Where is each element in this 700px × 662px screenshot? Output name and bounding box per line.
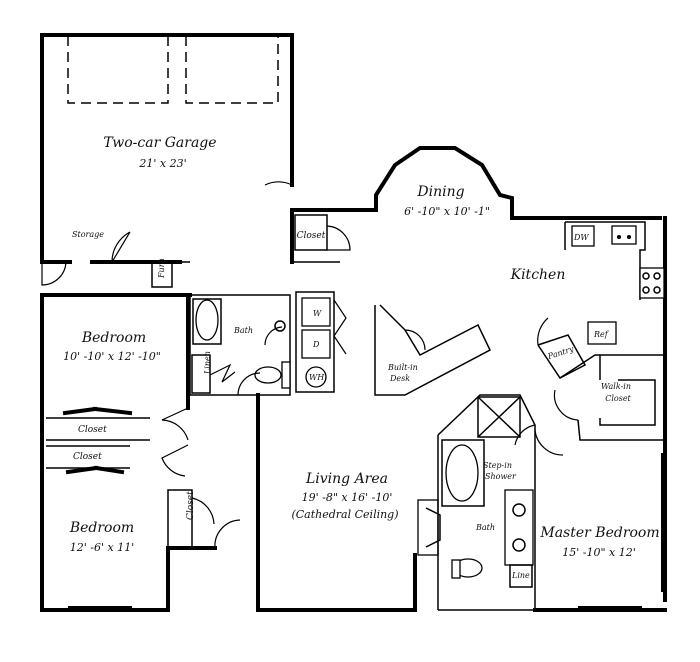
water-heater-label: WH	[309, 373, 325, 382]
living-walls	[256, 393, 441, 612]
bedroom1-walls	[40, 293, 192, 442]
ref-label: Ref	[593, 330, 610, 339]
bath-sink	[274, 320, 286, 332]
cooktop	[639, 267, 665, 299]
shower-label: Shower	[485, 472, 517, 481]
bedroom2-walls	[40, 438, 217, 612]
bedroom1-name: Bedroom	[81, 330, 146, 346]
master-door	[534, 429, 564, 456]
garage-closet-door	[326, 225, 351, 251]
garage-closet	[294, 214, 328, 251]
storage-door	[111, 231, 131, 263]
bedroom1-closet-label: Closet	[78, 425, 107, 435]
master-bedroom-walls	[533, 453, 667, 612]
stepin-label: Step-in	[483, 461, 512, 470]
hall-closet-door	[191, 497, 215, 525]
walkin-closet-door	[553, 389, 579, 421]
living-name: Living Area	[305, 471, 388, 487]
furn-label: Furn	[157, 258, 166, 279]
dishwasher	[571, 225, 595, 247]
linen-door	[209, 363, 236, 383]
pantry-label: Pantry	[546, 344, 575, 361]
dining-bay-walls	[338, 146, 662, 220]
storage-label: Storage	[72, 230, 104, 239]
master-linen-label: Line	[511, 571, 530, 580]
garage-side-door	[41, 261, 67, 286]
garage-closet-label: Closet	[297, 231, 326, 241]
walkin-closet-label: Closet	[605, 394, 631, 403]
dining-name: Dining	[416, 184, 464, 200]
builtin-desk	[374, 304, 491, 396]
hall-door	[214, 519, 241, 549]
master-name: Master Bedroom	[539, 525, 659, 541]
garage-walls	[40, 33, 342, 264]
laundry-area	[295, 291, 347, 393]
walkin-label: Walk-in	[601, 382, 631, 391]
linen-closet	[191, 354, 211, 394]
garage-door-outlines	[67, 36, 279, 104]
walkin-closet-walls	[559, 354, 665, 441]
pantry-outline	[537, 334, 587, 379]
dining-dims: 6' -10" x 10' -1"	[404, 205, 490, 218]
refrigerator	[587, 321, 617, 345]
hall-bath-walls	[189, 294, 291, 396]
dryer-label: D	[312, 340, 320, 349]
kitchen-sink	[611, 225, 637, 245]
master-bath-walls	[437, 394, 536, 611]
master-dims: 15' -10" x 12'	[562, 546, 636, 559]
linen-label: Linen	[203, 351, 212, 375]
washer-label: W	[313, 309, 322, 318]
master-bath-label: Bath	[475, 523, 495, 532]
garage-entry-door-swing	[264, 181, 293, 186]
bedroom2-name: Bedroom	[69, 520, 134, 536]
hall-closet	[167, 489, 193, 549]
pantry-door	[537, 317, 549, 346]
bedroom2-closet-label: Closet	[73, 452, 102, 462]
dw-label: DW	[573, 233, 589, 242]
bedroom2-dims: 12' -6' x 11'	[70, 541, 134, 554]
bedroom1-dims: 10' -10' x 12' -10"	[63, 350, 161, 363]
bedroom1-door	[161, 407, 189, 441]
desk-label: Desk	[389, 374, 410, 383]
builtin-label: Built-in	[387, 363, 418, 372]
furnace-box	[151, 260, 173, 288]
garage-name: Two-car Garage	[103, 135, 216, 151]
garage-dims: 21' x 23'	[138, 157, 186, 170]
bedroom2-door	[161, 444, 189, 477]
living-note: (Cathedral Ceiling)	[291, 508, 398, 521]
hall-closet-label: Closet	[186, 491, 196, 520]
hall-bath-label: Bath	[233, 326, 253, 335]
kitchen-name: Kitchen	[510, 267, 566, 283]
living-dims: 19' -8" x 16' -10'	[302, 491, 393, 504]
